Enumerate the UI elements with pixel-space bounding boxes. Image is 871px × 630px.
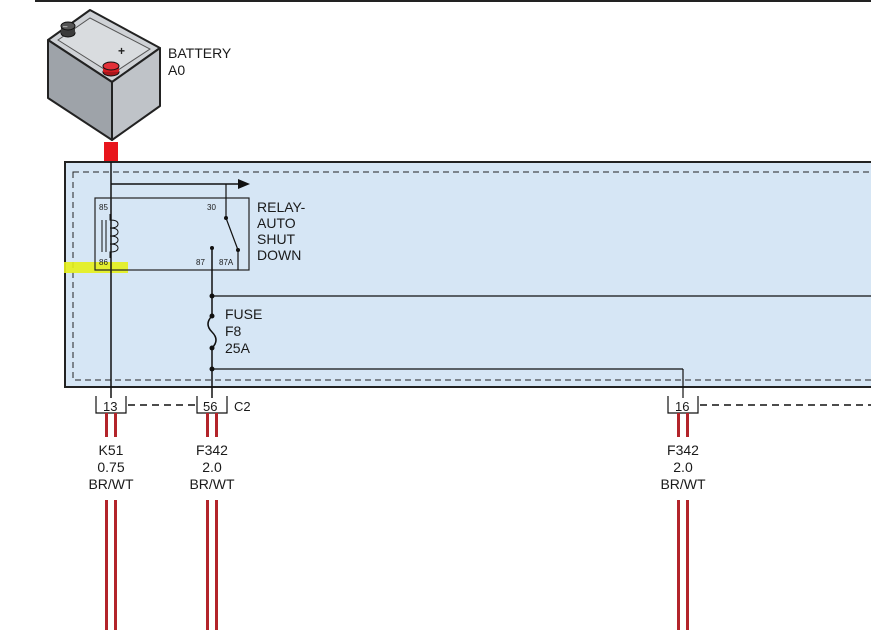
relay-label-line3: SHUT bbox=[257, 231, 296, 247]
wire-1-color: BR/WT bbox=[88, 476, 134, 492]
highlight-mark bbox=[64, 262, 128, 273]
connector-name: C2 bbox=[234, 399, 251, 414]
module-inner-dashed bbox=[72, 171, 871, 381]
wire-f342-b bbox=[677, 413, 689, 630]
svg-text:–: – bbox=[63, 22, 68, 31]
relay-box bbox=[94, 197, 250, 271]
fuse-id: F8 bbox=[225, 323, 242, 339]
wire-2-gauge: 2.0 bbox=[202, 459, 222, 475]
fuse-name: FUSE bbox=[225, 306, 262, 322]
wire-2-color: BR/WT bbox=[189, 476, 235, 492]
relay-label-line2: AUTO bbox=[257, 215, 296, 231]
relay-pin-30: 30 bbox=[207, 203, 216, 212]
battery-name: BATTERY bbox=[168, 45, 232, 61]
battery-lead bbox=[104, 142, 118, 162]
connector-pin-16: 16 bbox=[667, 396, 699, 414]
wire-3-gauge: 2.0 bbox=[673, 459, 693, 475]
wire-f342-a bbox=[206, 413, 218, 630]
connector-pin-13-label: 13 bbox=[103, 399, 117, 414]
relay-coil-icon bbox=[101, 214, 119, 258]
wire-k51 bbox=[105, 413, 117, 630]
module-box bbox=[64, 161, 871, 388]
relay-pin-87a: 87A bbox=[219, 258, 234, 267]
wire-2-circuit: F342 bbox=[196, 442, 228, 458]
battery-icon: – + bbox=[47, 9, 161, 141]
wire-1-gauge: 0.75 bbox=[97, 459, 124, 475]
wire-3-circuit: F342 bbox=[667, 442, 699, 458]
fuse-rating: 25A bbox=[225, 340, 251, 356]
connector-pin-56: 56 bbox=[196, 396, 228, 414]
wire-3-color: BR/WT bbox=[660, 476, 706, 492]
fuse-icon bbox=[206, 313, 218, 351]
svg-text:+: + bbox=[118, 44, 125, 58]
connector-pin-16-label: 16 bbox=[675, 399, 689, 414]
relay-feed-arrow bbox=[238, 179, 250, 189]
relay-label-line4: DOWN bbox=[257, 247, 301, 263]
connector-pin-56-label: 56 bbox=[203, 399, 217, 414]
relay-pin-86: 86 bbox=[99, 258, 108, 267]
battery-id: A0 bbox=[168, 62, 185, 78]
relay-pin-87: 87 bbox=[196, 258, 205, 267]
wire-1-circuit: K51 bbox=[99, 442, 124, 458]
relay-label-line1: RELAY- bbox=[257, 199, 306, 215]
relay-pin-85: 85 bbox=[99, 203, 108, 212]
connector-pin-13: 13 bbox=[95, 396, 127, 414]
